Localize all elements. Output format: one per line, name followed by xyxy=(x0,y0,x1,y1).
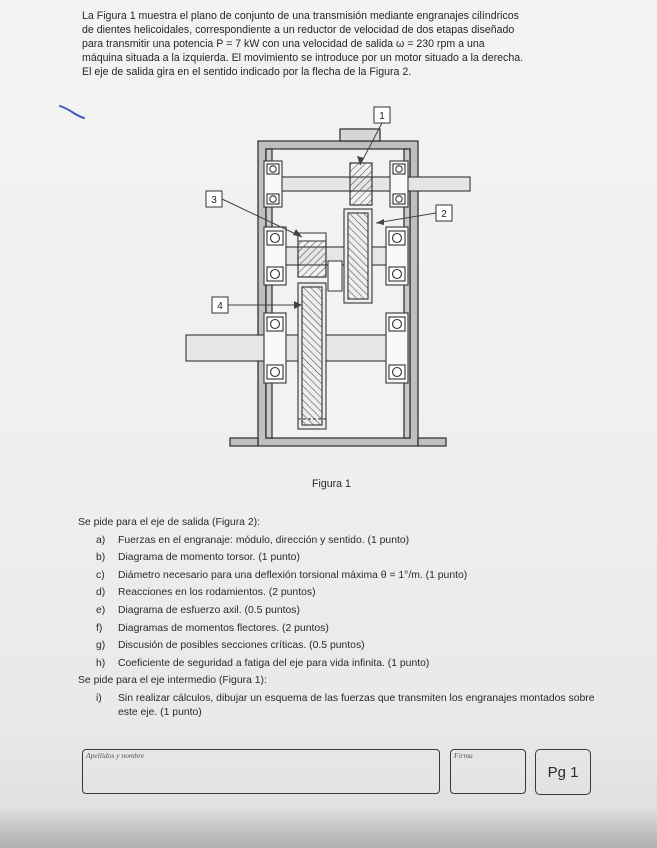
statement-line: El eje de salida gira en el sentido indi… xyxy=(82,66,412,79)
name-field-label: Apellidos y nombre xyxy=(86,751,145,760)
gearbox-assembly-drawing: 1 2 3 4 xyxy=(185,106,471,447)
callout-2: 2 xyxy=(375,204,453,225)
item-text: Diagrama de momento torsor. (1 punto) xyxy=(118,552,300,564)
item-marker: d) xyxy=(96,587,106,599)
list-item: i) Sin realizar cálculos, dibujar un esqu… xyxy=(78,690,598,721)
list-item: f) Diagramas de momentos flectores. (2 pu… xyxy=(78,620,598,638)
callout-1: 1 xyxy=(357,106,391,166)
callout-4: 4 xyxy=(211,296,302,314)
callout-4-label: 4 xyxy=(217,301,223,312)
item-marker: h) xyxy=(96,657,106,669)
list-item: d) Reacciones en los rodamientos. (2 punt… xyxy=(78,584,598,602)
list-item: h) Coeficiente de seguridad a fatiga del … xyxy=(78,655,598,673)
callout-3: 3 xyxy=(205,190,303,238)
item-marker: i) xyxy=(96,692,102,704)
input-shaft xyxy=(263,160,471,208)
pen-stroke-mark xyxy=(59,105,85,119)
item-text: Diámetro necesario para una deflexión to… xyxy=(118,569,468,581)
output-shaft xyxy=(185,282,409,430)
item-text: Discusión de posibles secciones críticas… xyxy=(118,640,365,652)
list-item: g) Discusión de posibles secciones crític… xyxy=(78,637,598,655)
item-text: Sin realizar cálculos, dibujar un esquem… xyxy=(118,692,595,719)
item-text: Reacciones en los rodamientos. (2 puntos… xyxy=(118,587,316,599)
name-field[interactable]: Apellidos y nombre xyxy=(82,749,440,794)
gear-guides xyxy=(297,232,343,292)
statement-line: La Figura 1 muestra el plano de conjunto… xyxy=(82,10,519,22)
item-marker: e) xyxy=(96,604,106,616)
item-text: Diagrama de esfuerzo axil. (0.5 puntos) xyxy=(118,604,300,616)
signature-field[interactable]: Firma xyxy=(450,749,526,794)
list-item: e) Diagrama de esfuerzo axil. (0.5 puntos… xyxy=(78,602,598,620)
figure-caption: Figura 1 xyxy=(312,478,351,490)
intermediate-shaft-heading: Se pide para el eje intermedio (Figura 1… xyxy=(78,675,267,687)
item-marker: c) xyxy=(96,569,105,581)
list-item: b) Diagrama de momento torsor. (1 punto) xyxy=(78,549,598,567)
list-item: a) Fuerzas en el engranaje: módulo, direc… xyxy=(78,532,598,550)
callout-2-label: 2 xyxy=(441,209,447,220)
output-shaft-heading: Se pide para el eje de salida (Figura 2)… xyxy=(78,517,260,528)
callout-1-label: 1 xyxy=(379,111,385,122)
signature-field-label: Firma xyxy=(454,751,473,760)
statement-line: de dientes helicoidales, correspondiente… xyxy=(82,24,515,37)
callout-3-label: 3 xyxy=(211,195,217,206)
item-marker: a) xyxy=(96,534,106,546)
intermediate-shaft-tasks: i) Sin realizar cálculos, dibujar un esqu… xyxy=(78,690,598,721)
item-text: Fuerzas en el engranaje: módulo, direcci… xyxy=(118,534,410,546)
list-item: c) Diámetro necesario para una deflexión … xyxy=(78,567,598,585)
output-shaft-tasks: a) Fuerzas en el engranaje: módulo, direc… xyxy=(78,532,598,673)
statement-line: máquina situada a la izquierda. El movim… xyxy=(82,52,524,65)
intermediate-shaft xyxy=(263,208,409,304)
task-list: Se pide para el eje de salida (Figura 2)… xyxy=(78,514,598,721)
page-number: Pg 1 xyxy=(535,749,591,795)
problem-statement: La Figura 1 muestra el plano de conjunto… xyxy=(82,9,587,79)
item-marker: g) xyxy=(96,640,106,652)
item-text: Diagramas de momentos flectores. (2 punt… xyxy=(118,622,329,634)
item-text: Coeficiente de seguridad a fatiga del ej… xyxy=(118,657,430,669)
photo-shadow xyxy=(0,808,657,848)
item-marker: b) xyxy=(96,552,106,564)
item-marker: f) xyxy=(96,622,103,634)
statement-line: para transmitir una potencia P = 7 kW co… xyxy=(82,38,485,51)
